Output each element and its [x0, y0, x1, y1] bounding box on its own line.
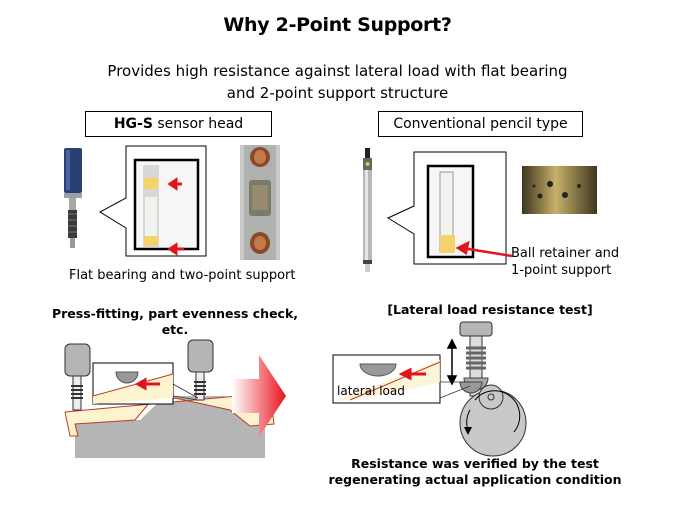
resistance-caption-line-2: regenerating actual application conditio…	[328, 472, 622, 487]
resistance-caption: Resistance was verified by the test rege…	[305, 456, 645, 488]
stroke-direction-arrow	[446, 338, 458, 386]
slide-title: Why 2-Point Support?	[223, 14, 452, 36]
pencil-caption-line-1: Ball retainer and	[511, 246, 620, 261]
subtitle-line-2: and 2-point support structure	[226, 84, 449, 102]
pencil-caption-line-2: 1-point support	[511, 263, 612, 278]
upper-flat-bearing	[144, 178, 158, 189]
arrow-ball-retainer	[455, 240, 513, 258]
right-sensor-head	[187, 339, 214, 373]
ball-retainer-photo	[522, 166, 597, 214]
subtitle-line-1: Provides high resistance against lateral…	[107, 62, 568, 80]
sensor-head	[459, 321, 493, 337]
pencil-sensor-image	[363, 148, 372, 272]
lower-flat-bearing	[144, 236, 158, 246]
lateral-load-label: lateral load	[337, 384, 405, 398]
ball-retainer	[440, 235, 455, 253]
slide-subtitle: Provides high resistance against lateral…	[0, 60, 675, 104]
transition-arrow-icon	[232, 355, 286, 437]
press-fitting-caption: Press-fitting, part evenness check, etc.	[30, 306, 320, 338]
lateral-load-test-diagram	[332, 321, 527, 457]
lateral-test-heading: [Lateral load resistance test]	[387, 302, 593, 317]
arrow-upper	[167, 177, 182, 191]
pencil-caption: Ball retainer and 1-point support	[511, 245, 619, 279]
hg-s-label-bold: HG-S	[113, 116, 153, 132]
lateral-force-arrow	[134, 377, 160, 391]
rotation-arrow	[464, 427, 472, 435]
hg-s-caption: Flat bearing and two-point support	[69, 268, 296, 283]
left-sensor-head	[64, 343, 91, 377]
pencil-bearing-callout	[386, 151, 513, 265]
hg-s-label-box: HG-S sensor head	[85, 111, 272, 137]
press-fitting-caption-line-2: etc.	[161, 322, 189, 337]
hg-s-label-rest: sensor head	[152, 116, 244, 132]
press-fitting-caption-line-1: Press-fitting, part evenness check,	[51, 306, 299, 321]
lateral-force-arrow	[398, 367, 426, 381]
pencil-type-label-box: Conventional pencil type	[378, 111, 583, 137]
resistance-caption-line-1: Resistance was verified by the test	[351, 456, 599, 471]
hg-s-sensor-image	[64, 148, 82, 248]
base-part	[75, 396, 265, 458]
hg-s-internal-photo	[240, 145, 280, 260]
arrow-lower	[167, 242, 184, 256]
hg-s-bearing-callout	[98, 145, 207, 257]
press-fitting-diagram	[64, 339, 275, 458]
